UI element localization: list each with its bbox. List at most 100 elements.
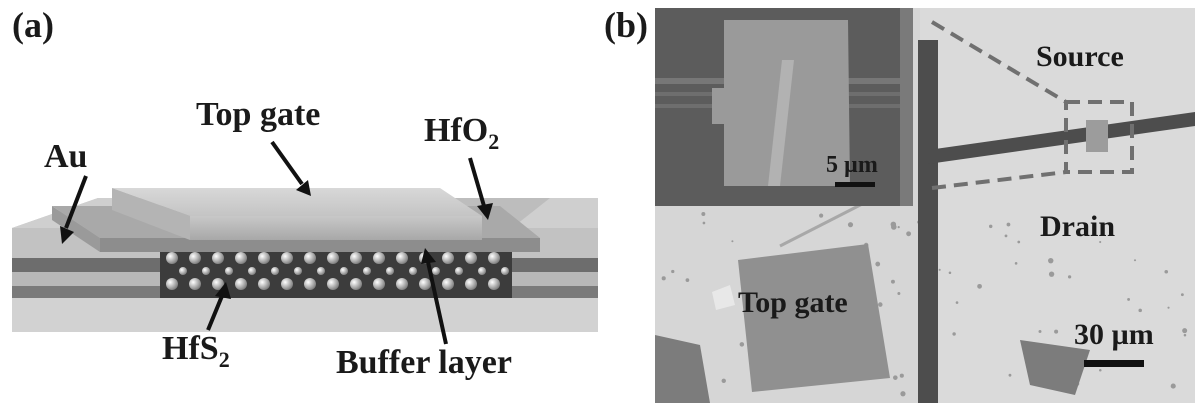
speckle: [876, 337, 881, 342]
buffer-layer-callout: Buffer layer: [336, 344, 512, 381]
speckle: [955, 301, 959, 304]
speckle: [847, 222, 854, 228]
speckle: [671, 269, 675, 274]
lattice-atom: [258, 278, 270, 290]
speckle: [1038, 329, 1042, 333]
speckle: [890, 279, 895, 284]
speckle: [988, 224, 993, 229]
speckle: [1006, 222, 1011, 227]
speckle: [1138, 308, 1142, 313]
lattice-atom: [419, 278, 431, 290]
top-gate-slab: [112, 188, 482, 240]
lattice-atom: [235, 278, 247, 290]
panel-b-label: (b): [604, 5, 648, 45]
top-gate-label: Top gate: [738, 286, 848, 319]
lattice-atom: [350, 278, 362, 290]
speckle: [661, 276, 666, 281]
lattice-atom: [248, 267, 256, 275]
speckle: [897, 291, 901, 295]
speckle: [699, 374, 704, 380]
speckle: [701, 212, 706, 216]
speckle: [890, 221, 897, 228]
speckle: [783, 336, 786, 339]
inset-scale-label: 5 µm: [826, 152, 878, 178]
speckle: [721, 291, 727, 298]
lattice-atom: [488, 252, 500, 264]
lattice-atom: [271, 267, 279, 275]
top-gate-callout: Top gate: [196, 96, 321, 133]
lattice-atom: [166, 252, 178, 264]
panel-a-label: (a): [12, 5, 54, 45]
flakes: [655, 285, 1090, 403]
speckle: [716, 299, 720, 303]
speckle: [784, 349, 787, 353]
lattice-atom: [225, 267, 233, 275]
lattice-atom: [212, 252, 224, 264]
lattice-atom: [442, 252, 454, 264]
au-callout: Au: [44, 138, 88, 175]
lattice-atom: [465, 278, 477, 290]
speckle: [1004, 234, 1008, 238]
lattice-atom: [189, 252, 201, 264]
drain-label: Drain: [1040, 210, 1115, 243]
lattice-atom: [327, 252, 339, 264]
speckle: [683, 385, 690, 392]
lattice-atom: [442, 278, 454, 290]
speckle: [731, 240, 734, 243]
lattice-atom: [281, 278, 293, 290]
speckle: [685, 278, 690, 282]
lattice-atom: [363, 267, 371, 275]
hfs2-callout: HfS2: [162, 330, 230, 372]
speckle: [702, 221, 706, 225]
lattice-atom: [340, 267, 348, 275]
speckle: [922, 379, 927, 385]
speckle: [662, 351, 667, 356]
lattice-atom: [179, 267, 187, 275]
speckle: [977, 283, 982, 289]
speckle: [899, 373, 904, 378]
speckle: [918, 315, 922, 318]
speckle: [1008, 373, 1012, 377]
speckle: [739, 342, 745, 347]
speckle: [1054, 329, 1059, 334]
hfs2-channel: [160, 250, 512, 298]
lattice-atom: [166, 278, 178, 290]
lattice-atom: [373, 252, 385, 264]
speckle: [893, 375, 898, 380]
lattice-atom: [432, 267, 440, 275]
speckle: [1075, 381, 1080, 386]
speckle: [1167, 306, 1170, 309]
speckle: [938, 268, 941, 271]
main-scale-label: 30 µm: [1074, 318, 1154, 351]
speckle: [700, 384, 704, 388]
speckle: [1182, 328, 1188, 334]
lattice-atom: [317, 267, 325, 275]
lattice-atom: [409, 267, 417, 275]
speckle: [878, 302, 883, 307]
lattice-atom: [258, 252, 270, 264]
speckle: [863, 242, 869, 248]
speckle: [1014, 262, 1018, 265]
lattice-atom: [304, 252, 316, 264]
lattice-atom: [304, 278, 316, 290]
speckle: [948, 271, 952, 275]
speckle: [897, 226, 900, 229]
speckle: [1180, 293, 1184, 297]
speckle: [920, 218, 924, 222]
lattice-atom: [327, 278, 339, 290]
lattice-atom: [281, 252, 293, 264]
lattice-atom: [212, 278, 224, 290]
speckle: [891, 224, 897, 230]
lattice-atom: [373, 278, 385, 290]
lattice-atom: [294, 267, 302, 275]
lattice-atom: [396, 252, 408, 264]
speckle: [1183, 333, 1187, 337]
speckle: [1099, 368, 1102, 372]
speckle: [1067, 275, 1072, 279]
speckle: [721, 378, 726, 383]
lattice-atom: [465, 252, 477, 264]
speckle: [1017, 240, 1021, 244]
lattice-atom: [488, 278, 500, 290]
lattice-atom: [235, 252, 247, 264]
lattice-atom: [202, 267, 210, 275]
